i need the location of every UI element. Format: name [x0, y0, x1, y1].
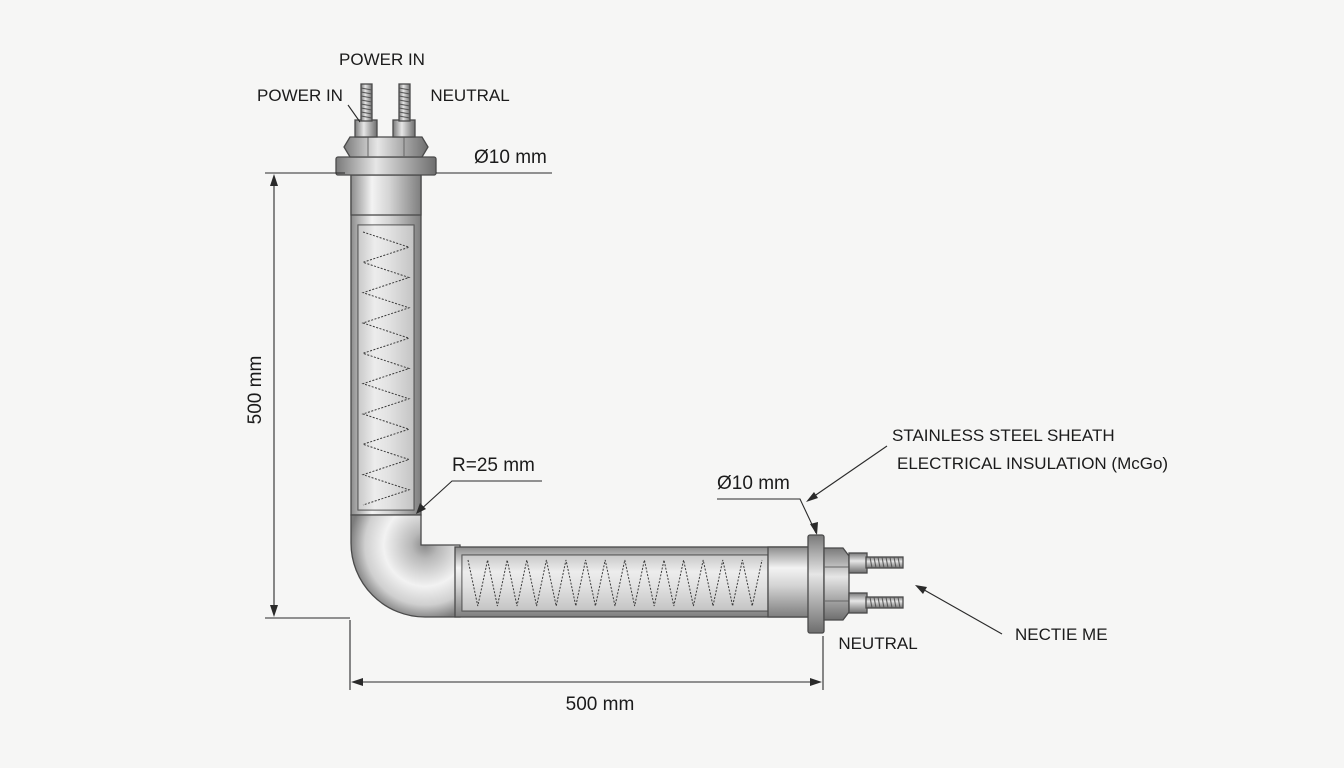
top-power-in-label-left: POWER IN: [257, 86, 343, 105]
top-terminal-stud-right: [392, 83, 416, 138]
bend-radius-label: R=25 mm: [452, 455, 535, 476]
top-power-leader: [347, 104, 361, 123]
right-flange: [807, 534, 825, 634]
right-diameter-label: Ø10 mm: [717, 473, 790, 494]
vertical-sheath: [350, 174, 422, 516]
right-diameter-leader: [717, 498, 818, 535]
horizontal-heating-coil: [467, 559, 763, 607]
top-terminal-assembly: [335, 83, 437, 176]
top-hex-nut: [343, 136, 429, 158]
horizontal-length-label: 500 mm: [566, 694, 635, 715]
right-terminal-stud-bottom: [848, 592, 904, 614]
top-diameter-label: Ø10 mm: [474, 147, 547, 168]
sheath-label: STAINLESS STEEL SHEATH: [892, 426, 1115, 445]
horizontal-dimension: [349, 620, 824, 690]
top-flange: [335, 156, 437, 176]
top-power-in-label-upper: POWER IN: [339, 50, 425, 69]
sheath-leader: [806, 445, 888, 502]
right-hex-nut: [823, 547, 850, 621]
right-bottom-leader: [915, 585, 1003, 635]
vertical-dimension: [265, 172, 350, 619]
right-terminal-stud-top: [848, 552, 904, 574]
right-neutral-label: NEUTRAL: [838, 634, 917, 653]
right-terminal-assembly: [807, 534, 904, 634]
horizontal-sheath: [454, 546, 811, 618]
bend-section: [350, 514, 461, 618]
top-neutral-label: NEUTRAL: [430, 86, 509, 105]
vertical-length-label: 500 mm: [245, 356, 266, 425]
right-terminal-label: NECTIE ME: [1015, 625, 1108, 644]
top-terminal-stud-left: [354, 83, 378, 138]
bend-radius-leader: [416, 480, 542, 514]
vertical-heating-coil: [361, 231, 411, 506]
insulation-label: ELECTRICAL INSULATION (McGo): [897, 454, 1168, 473]
